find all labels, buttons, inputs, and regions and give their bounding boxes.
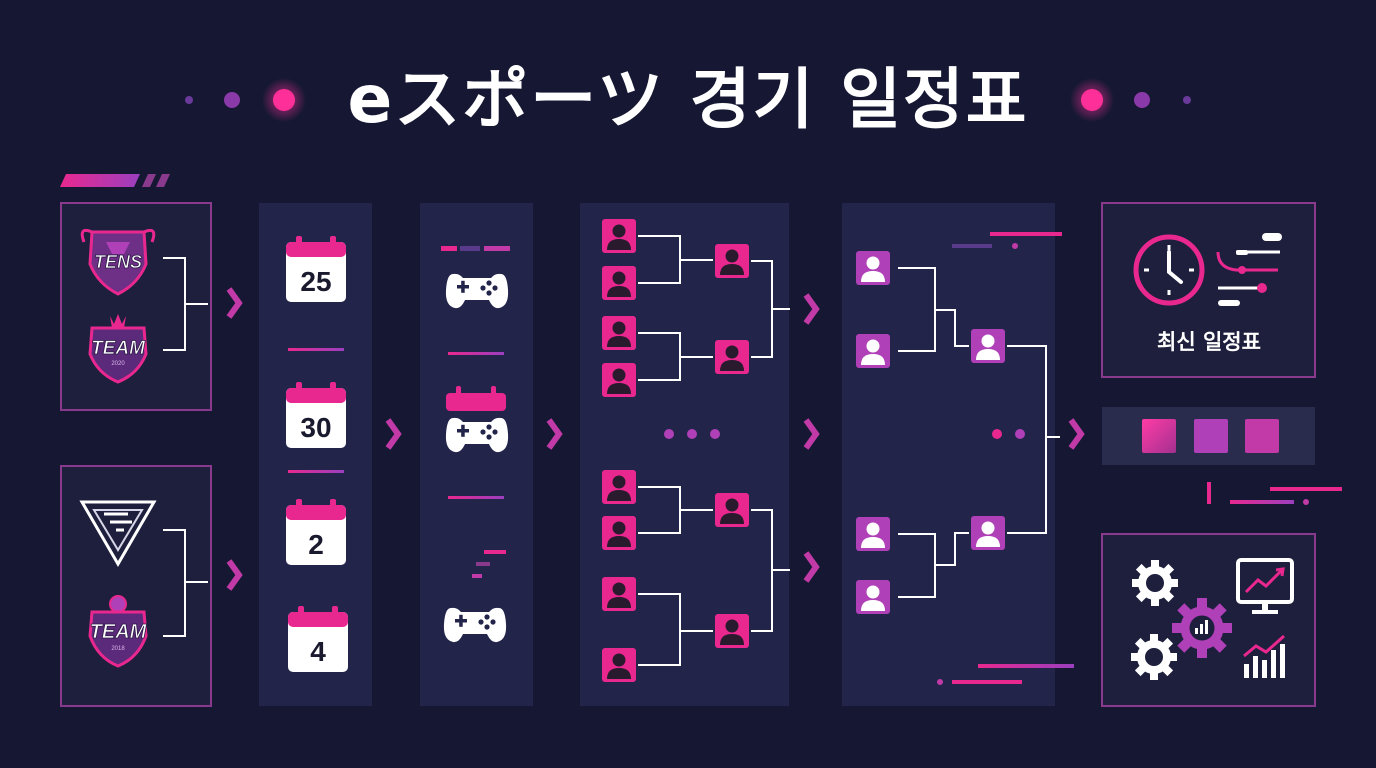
date-2: 30	[300, 412, 331, 443]
triangle-emblem-logo	[79, 500, 157, 567]
team-name-2: TEAM	[91, 338, 146, 359]
game-column-deco	[441, 246, 510, 578]
calendar-icon-3: 2	[286, 499, 346, 565]
latest-schedule-label: 최신 일정표	[1157, 330, 1261, 354]
bracket-column-2	[842, 203, 1055, 706]
ellipsis-dots	[664, 429, 720, 439]
latest-schedule-panel	[1101, 202, 1316, 378]
team-name-1: TENS	[94, 252, 142, 272]
bull-shield-logo: TENS	[80, 228, 156, 296]
bracket-r1-lines	[638, 235, 790, 666]
gamepad-calendar-icon	[445, 386, 509, 453]
title-dots-left	[185, 78, 306, 122]
basketball-shield-logo: TEAM 2018	[88, 595, 148, 668]
date-separators	[288, 348, 344, 473]
page-title: eスポーツ 경기 일정표	[347, 61, 1029, 138]
right-deco-lines	[1207, 482, 1342, 505]
title-dots-right	[1070, 78, 1191, 122]
calendar-icon-4: 4	[288, 606, 348, 672]
calendar-icon-2: 30	[286, 382, 346, 448]
team-sub-4: 2018	[111, 646, 125, 652]
date-4: 4	[310, 636, 326, 667]
arrow-right	[806, 420, 816, 448]
monitor-chart-icon	[1236, 558, 1294, 614]
progress-squares	[1142, 419, 1279, 453]
date-1: 25	[300, 266, 331, 297]
timeline-icon	[1216, 233, 1282, 306]
arrow-right	[806, 553, 816, 581]
crown-shield-logo: TEAM 2020	[88, 314, 148, 384]
clock-icon	[1133, 234, 1205, 306]
team-sub-2: 2020	[111, 361, 125, 367]
header-stripe	[60, 174, 170, 187]
arrow-right	[1071, 420, 1081, 448]
arrow-right	[549, 420, 559, 448]
bracket-r2-deco	[937, 232, 1074, 685]
calendar-icon-1: 25	[286, 236, 346, 302]
bracket-r2-lines	[898, 267, 1060, 598]
arrow-right	[229, 289, 239, 317]
arrow-right	[806, 295, 816, 323]
team-name-4: TEAM	[90, 621, 148, 643]
bar-chart-icon	[1243, 634, 1285, 678]
team-bracket-lines	[163, 257, 208, 637]
date-3: 2	[308, 529, 324, 560]
arrow-right	[388, 420, 398, 448]
ellipsis-dots	[992, 429, 1025, 439]
gear-chart-icon	[1172, 598, 1232, 658]
arrow-right	[229, 561, 239, 589]
